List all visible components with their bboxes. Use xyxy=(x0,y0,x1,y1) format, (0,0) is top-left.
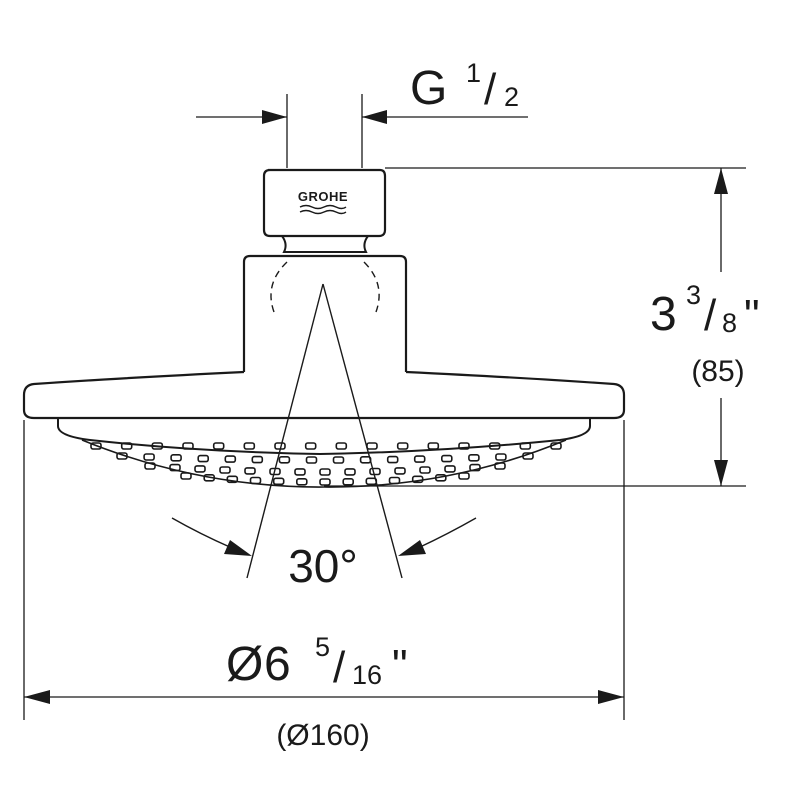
spray-nozzle xyxy=(494,462,506,470)
spray-nozzle xyxy=(170,453,182,462)
spray-nozzle xyxy=(197,454,209,463)
height-unit: " xyxy=(744,291,760,340)
spray-nozzle xyxy=(369,467,381,476)
spray-angle-lines xyxy=(246,283,403,579)
spray-nozzle xyxy=(305,456,318,464)
height-numerator: 3 xyxy=(686,280,701,310)
spray-nozzle xyxy=(182,442,194,450)
spray-nozzle xyxy=(203,473,215,482)
height-dimension xyxy=(324,167,746,487)
spray-nozzle xyxy=(335,442,348,450)
spray-nozzle xyxy=(143,453,155,461)
spray-nozzle xyxy=(304,442,317,450)
diameter-whole: 6 xyxy=(264,638,291,691)
spray-nozzle xyxy=(419,466,431,474)
diameter-symbol: Ø xyxy=(226,638,263,691)
diameter-numerator: 5 xyxy=(315,632,330,662)
spray-nozzle xyxy=(342,477,355,486)
svg-text:/: / xyxy=(333,643,346,692)
spray-nozzle xyxy=(180,472,192,480)
spray-nozzle xyxy=(120,442,133,450)
svg-text:/: / xyxy=(704,291,717,340)
spray-nozzle xyxy=(278,455,291,464)
spray-nozzle xyxy=(444,465,456,473)
height-label: 3 3 / 8 " (85) xyxy=(650,280,760,388)
spray-nozzle xyxy=(151,442,164,450)
spray-nozzle xyxy=(388,476,401,485)
thread-label: G 1 / 2 xyxy=(410,58,519,115)
spray-nozzle xyxy=(116,452,128,460)
height-whole: 3 xyxy=(650,288,677,341)
body-upper xyxy=(242,254,408,372)
spray-nozzle xyxy=(468,453,480,462)
logo-text: GROHE xyxy=(298,189,348,204)
diameter-unit: " xyxy=(392,641,408,690)
spray-nozzle xyxy=(386,455,399,464)
spray-nozzle xyxy=(411,475,424,484)
thread-letter: G xyxy=(410,62,447,115)
spray-nozzle xyxy=(458,472,470,480)
angle-arrow-left xyxy=(171,517,252,556)
shower-head-plate xyxy=(22,370,626,488)
diameter-denominator: 16 xyxy=(352,660,382,690)
spray-nozzle xyxy=(169,463,181,472)
spray-nozzle xyxy=(212,442,225,450)
spray-nozzle xyxy=(550,442,562,450)
spray-nozzle xyxy=(90,442,102,450)
spray-nozzle xyxy=(344,468,356,476)
spray-nozzle xyxy=(219,466,231,474)
spray-nozzle xyxy=(488,442,501,450)
spray-nozzles xyxy=(90,442,562,486)
connector-neck xyxy=(281,235,369,253)
diameter-metric: (Ø160) xyxy=(276,719,369,752)
spray-nozzle xyxy=(295,477,308,486)
thread-numerator: 1 xyxy=(466,58,481,88)
height-denominator: 8 xyxy=(722,308,737,338)
spray-nozzle xyxy=(519,442,532,450)
spray-nozzle xyxy=(243,442,256,450)
spray-angle-label: 30° xyxy=(288,540,358,592)
spray-nozzle xyxy=(194,465,206,473)
spray-nozzle xyxy=(396,442,409,450)
spray-nozzle xyxy=(249,476,262,485)
grohe-logo: GROHE xyxy=(298,189,348,215)
height-metric: (85) xyxy=(691,355,744,388)
spray-nozzle xyxy=(394,467,406,475)
spray-nozzle xyxy=(440,454,453,463)
spray-nozzle xyxy=(458,442,470,450)
diameter-dimension xyxy=(23,420,625,720)
spray-nozzle xyxy=(226,475,239,484)
spray-nozzle xyxy=(495,453,507,461)
spray-nozzle xyxy=(294,468,306,476)
thread-dimension xyxy=(196,94,528,168)
connector-nut xyxy=(262,168,387,238)
thread-denominator: 2 xyxy=(504,82,519,112)
spray-nozzle xyxy=(272,477,285,486)
spray-nozzle xyxy=(332,456,345,464)
spray-nozzle xyxy=(319,478,331,486)
spray-nozzle xyxy=(366,442,378,450)
spray-nozzle xyxy=(413,455,426,463)
spray-nozzle xyxy=(469,463,481,472)
spray-nozzle xyxy=(251,455,264,464)
spray-nozzle xyxy=(427,442,440,450)
angle-arrow-right xyxy=(398,517,477,556)
spray-nozzle xyxy=(434,473,447,482)
svg-text:/: / xyxy=(484,65,497,114)
spray-nozzle xyxy=(244,467,256,475)
diameter-label: Ø 6 5 / 16 " (Ø160) xyxy=(226,632,408,752)
spray-nozzle xyxy=(144,462,156,470)
spray-nozzle xyxy=(319,468,331,476)
spray-nozzle xyxy=(522,452,534,460)
spray-nozzle xyxy=(224,455,237,463)
